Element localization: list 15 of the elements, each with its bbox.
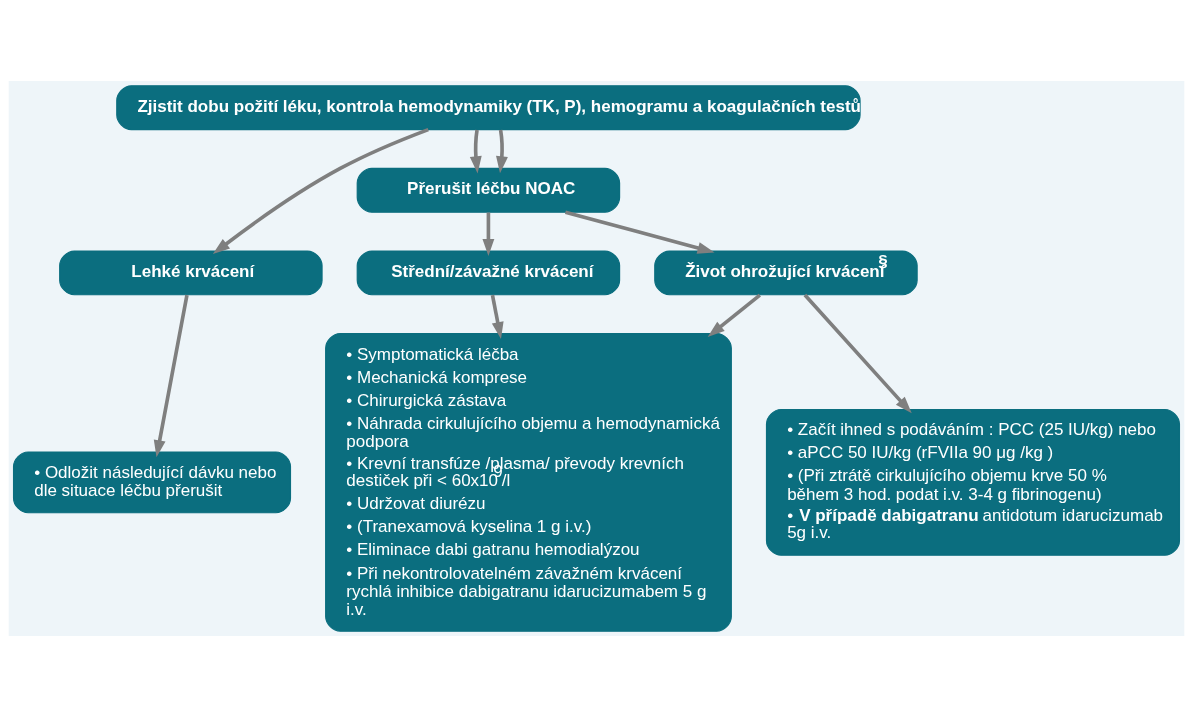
arrow [469,129,482,174]
node-box: Lehké krvácení [59,250,323,296]
arrow [707,293,761,338]
arrow [153,294,189,458]
arrow [482,212,495,256]
arrow [490,294,504,339]
arrow [803,293,912,414]
node-box: Přerušit léčbu NOAC [356,167,621,213]
arrow [496,129,508,174]
node-box: Zjistit dobu požití léku, kontrola hemodynamiky (TK, P), hemogramu a koagulačních testů [116,85,861,131]
node-box: • Odložit následující dávku nebo dle situace léčbu přerušit [12,451,292,514]
arrow [212,127,429,255]
node-box: • Začít ihned s podáváním : PCC (25 IU/kg) nebo • aPCC 50 IU/kg (rFVIIa 90 μg /kg ) • (Při ztrátě cirkulujícího objemu krve 50 % během 3 hod. podat i.v. 3-4 g fibrinogenu) • V případě dabigatranu antidotum idarucizumab 5g i.v. [765,408,1181,556]
arrow [564,210,715,254]
node-box: Střední/závažné krvácení [356,250,621,296]
